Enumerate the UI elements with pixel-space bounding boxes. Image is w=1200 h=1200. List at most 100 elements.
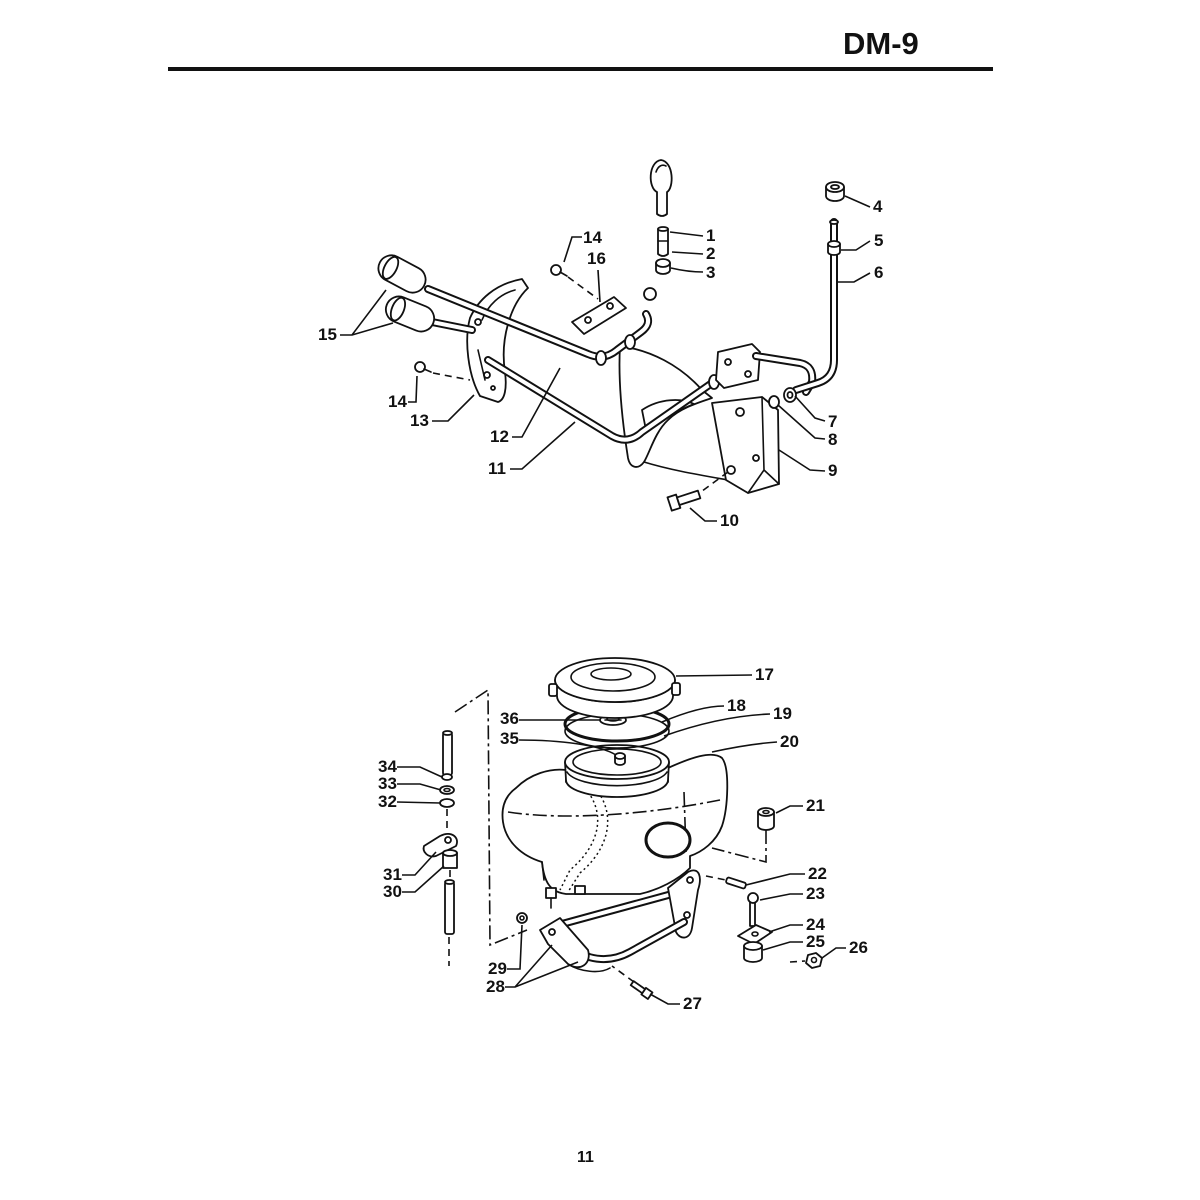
leader-line [844,195,871,208]
assembly-guide-line [711,830,767,864]
leader-line [794,395,826,422]
part-6-rod [792,218,839,394]
callout-label: 17 [755,665,774,684]
leader-line [762,941,803,951]
document-code: DM-9 [843,26,919,61]
callout-label: 30 [383,882,402,901]
leader-line [663,713,771,737]
callout-14-lower: 14 [388,375,418,411]
leader-line [675,674,753,677]
callout-28: 28 [486,944,579,996]
callout-2: 2 [671,244,715,263]
leader-line [397,766,443,778]
part-26-nut [805,952,823,969]
callout-23: 23 [759,884,825,903]
part-9-mount-plate [711,396,780,494]
part-12-rod [424,285,653,366]
leader-line [778,449,826,472]
part-21-nut [757,807,775,831]
page-number: 11 [577,1149,594,1166]
pin-guide-line [705,875,727,881]
leader-line [396,801,441,804]
link-bracket [715,343,761,389]
callout-label: 35 [500,729,519,748]
leader-line [670,267,704,273]
callout-25: 25 [762,932,825,951]
part-10-bolt [666,489,702,512]
leader-line [669,231,704,237]
callout-label: 25 [806,932,825,951]
callout-label: 1 [706,226,715,245]
leader-line [661,705,725,723]
part-4-nut [825,181,845,202]
leader-line [597,269,601,303]
part-25-nut [743,941,763,963]
part-15-grip-upper [377,254,427,294]
part-27-screw [629,980,654,1000]
callout-label: 26 [849,938,868,957]
callout-22: 22 [745,864,827,886]
part-14-screw-upper [550,264,568,277]
part-5-collar [827,240,841,256]
figure-top-lever-assembly: 1 2 3 4 5 6 7 8 [318,159,883,530]
callout-label: 22 [808,864,827,883]
part-28-frame [539,869,701,973]
part-17-lid [548,657,681,719]
callout-11: 11 [488,421,576,478]
callout-26: 26 [821,938,868,959]
callout-29: 29 [488,924,523,978]
callout-label: 3 [706,263,715,282]
part-29-nut [516,912,528,924]
callout-24: 24 [768,915,825,934]
leader-line [505,944,579,988]
leader-line [397,783,442,791]
callout-34: 34 [378,757,443,778]
leader-line [821,947,846,959]
callout-30: 30 [383,865,445,901]
part-14-screw-lower [414,361,432,373]
part-16-bracket [571,296,627,335]
callout-label: 9 [828,461,837,480]
callout-label: 11 [488,459,506,478]
leader-line [775,805,803,814]
part-11-rod [484,356,726,444]
callout-label: 27 [683,994,702,1013]
lower-grip-rod [428,318,476,334]
callout-8: 8 [777,404,837,449]
callout-3: 3 [670,263,715,282]
callout-label: 6 [874,263,883,282]
callout-label: 4 [873,197,883,216]
callout-label: 20 [780,732,799,751]
callout-15: 15 [318,289,394,344]
callout-9: 9 [778,449,837,480]
callout-label: 2 [706,244,715,263]
part-1-pin [657,226,669,257]
leader-line [649,993,680,1005]
leader-line [408,375,418,403]
callout-label: 32 [378,792,397,811]
leader-line [841,240,871,251]
callout-27: 27 [649,993,702,1013]
callout-label: 8 [828,430,837,449]
callout-14-upper: 14 [563,228,602,263]
callout-16: 16 [587,249,606,303]
part-24-plate [737,924,773,945]
part-32-washer [439,798,455,808]
part-3-ball [643,287,657,301]
callout-12: 12 [490,367,561,446]
callout-6: 6 [838,263,883,283]
screw-guide-line [567,276,599,300]
lower-shaft [444,879,455,935]
part-8-washer [768,395,780,409]
callout-4: 4 [844,195,883,216]
leader-line [402,865,445,893]
leader-line [510,421,576,470]
callout-19: 19 [663,704,792,737]
callout-36: 36 [500,709,600,728]
leader-line [432,394,475,422]
callout-label: 7 [828,412,837,431]
callout-31: 31 [383,851,437,884]
upper-shaft [442,730,453,776]
callout-20: 20 [711,732,799,753]
leader-line [838,272,871,283]
